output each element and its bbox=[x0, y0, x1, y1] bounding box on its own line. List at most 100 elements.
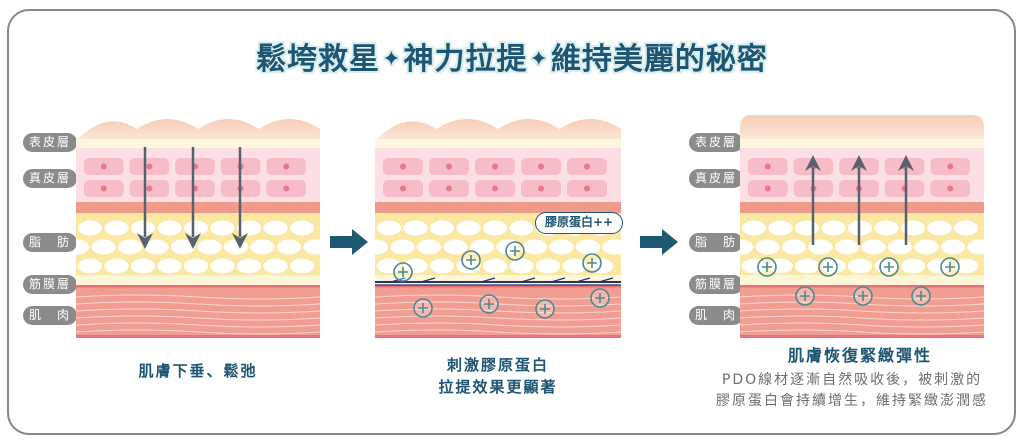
fat-cell bbox=[184, 220, 208, 236]
fat-cell bbox=[509, 220, 534, 236]
collagen-plus-icon bbox=[582, 253, 602, 273]
muscle-edge bbox=[76, 285, 320, 288]
caption-before: 肌膚下垂、鬆弛 bbox=[76, 360, 320, 382]
fat-cell bbox=[290, 220, 314, 236]
fat-cell bbox=[576, 239, 600, 255]
cell-nucleus bbox=[584, 163, 590, 170]
cell-nucleus bbox=[764, 163, 771, 170]
fat-cell bbox=[210, 258, 235, 274]
muscle-fiber bbox=[76, 294, 320, 300]
fat-cell bbox=[430, 258, 454, 274]
fat-cell bbox=[197, 239, 222, 255]
cell-nucleus bbox=[492, 185, 498, 192]
caption-sub-line: 膠原蛋白會持續增生，維持緊緻澎潤感 bbox=[716, 393, 988, 409]
epidermis-layer bbox=[375, 139, 621, 148]
fat-cell bbox=[927, 220, 952, 236]
fat-cell bbox=[263, 258, 288, 274]
title-part-2: 神力拉提 bbox=[403, 42, 528, 77]
caption-line: 拉提效果更顯著 bbox=[438, 378, 558, 396]
fat-cell bbox=[755, 239, 780, 255]
cell-nucleus bbox=[146, 185, 153, 192]
fat-cell bbox=[808, 239, 833, 255]
up-arrow-icon bbox=[805, 155, 821, 245]
collagen-plus-icon bbox=[853, 286, 873, 306]
fat-cell bbox=[927, 258, 952, 274]
cell-nucleus bbox=[538, 185, 544, 192]
fat-cell bbox=[602, 239, 621, 255]
fat-cell bbox=[861, 239, 886, 255]
collagen-plus-icon bbox=[818, 257, 838, 277]
fat-cell bbox=[403, 220, 428, 236]
label-muscle: 肌 肉 bbox=[689, 306, 743, 325]
collagen-plus-icon bbox=[795, 286, 815, 306]
fat-cell bbox=[901, 258, 925, 274]
collagen-plus-icon bbox=[879, 257, 899, 277]
cell-nucleus bbox=[100, 163, 107, 170]
muscle-fiber bbox=[740, 294, 984, 300]
diagram-title: 鬆垮救星✦神力拉提✦維持美麗的秘密 bbox=[0, 34, 1024, 78]
fat-cell bbox=[403, 258, 428, 274]
cell-nucleus bbox=[764, 185, 771, 192]
epidermis-layer bbox=[740, 139, 984, 148]
down-arrow-icon bbox=[137, 147, 153, 249]
fat-cell bbox=[118, 239, 142, 255]
label-dermis: 真皮層 bbox=[23, 169, 77, 188]
muscle-fiber bbox=[740, 315, 984, 321]
skin-panel-before bbox=[76, 119, 320, 338]
collagen-badge-text: 膠原蛋白++ bbox=[544, 215, 614, 229]
down-arrow-icon bbox=[185, 147, 201, 249]
caption-line: 肌膚下垂、鬆弛 bbox=[138, 362, 258, 380]
next-step-arrow-icon bbox=[640, 229, 678, 255]
muscle-fiber bbox=[375, 294, 621, 300]
cell-nucleus bbox=[492, 163, 498, 170]
fat-cell bbox=[523, 239, 547, 255]
skin-panel-after bbox=[740, 115, 984, 338]
fat-cell bbox=[443, 239, 468, 255]
fat-cell bbox=[375, 239, 388, 255]
cell-nucleus bbox=[947, 185, 954, 192]
fat-cell bbox=[456, 220, 481, 236]
cell-nucleus bbox=[400, 163, 406, 170]
label-epidermis: 表皮層 bbox=[23, 133, 77, 152]
pdo-thread-icon bbox=[375, 277, 621, 286]
fat-cell bbox=[131, 220, 155, 236]
label-fat: 脂 肪 bbox=[689, 233, 743, 252]
label-fat: 脂 肪 bbox=[23, 233, 77, 252]
collagen-plus-icon bbox=[535, 299, 555, 319]
fat-cell bbox=[250, 239, 275, 255]
fat-cell bbox=[742, 220, 766, 236]
fat-cell bbox=[562, 258, 587, 274]
fat-cell bbox=[874, 220, 899, 236]
epidermis-surface bbox=[375, 119, 621, 145]
cell-nucleus bbox=[538, 163, 544, 170]
dermis-base-band bbox=[375, 202, 621, 213]
label-muscle: 肌 肉 bbox=[23, 306, 77, 325]
fat-cell bbox=[157, 220, 182, 236]
fat-cell bbox=[290, 258, 314, 274]
muscle-fiber bbox=[76, 322, 320, 328]
fat-cell bbox=[237, 220, 261, 236]
fat-cell bbox=[509, 258, 534, 274]
fat-cell bbox=[224, 239, 248, 255]
caption-after-detail: PDO線材逐漸自然吸收後，被刺激的 膠原蛋白會持續增生，維持緊緻澎潤感 bbox=[680, 370, 1024, 412]
star-separator-icon: ✦ bbox=[382, 47, 402, 72]
fat-cell bbox=[184, 258, 208, 274]
muscle-fiber bbox=[740, 322, 984, 328]
fat-cell bbox=[377, 220, 401, 236]
fat-cell bbox=[277, 239, 301, 255]
cell-nucleus bbox=[283, 163, 290, 170]
label-dermis: 真皮層 bbox=[689, 169, 743, 188]
up-arrow-icon bbox=[851, 155, 867, 245]
fat-cell bbox=[131, 258, 155, 274]
dermis-base-band bbox=[76, 202, 320, 213]
muscle-fiber bbox=[76, 329, 320, 335]
muscle-edge bbox=[740, 285, 984, 288]
cell-nucleus bbox=[283, 185, 290, 192]
fat-cell bbox=[78, 258, 102, 274]
muscle-fiber bbox=[740, 301, 984, 307]
caption-stimulate: 刺激膠原蛋白 拉提效果更顯著 bbox=[375, 354, 621, 398]
muscle-fiber bbox=[76, 315, 320, 321]
fat-cell bbox=[941, 239, 965, 255]
collagen-plus-icon bbox=[590, 288, 610, 308]
fat-cell bbox=[303, 239, 320, 255]
